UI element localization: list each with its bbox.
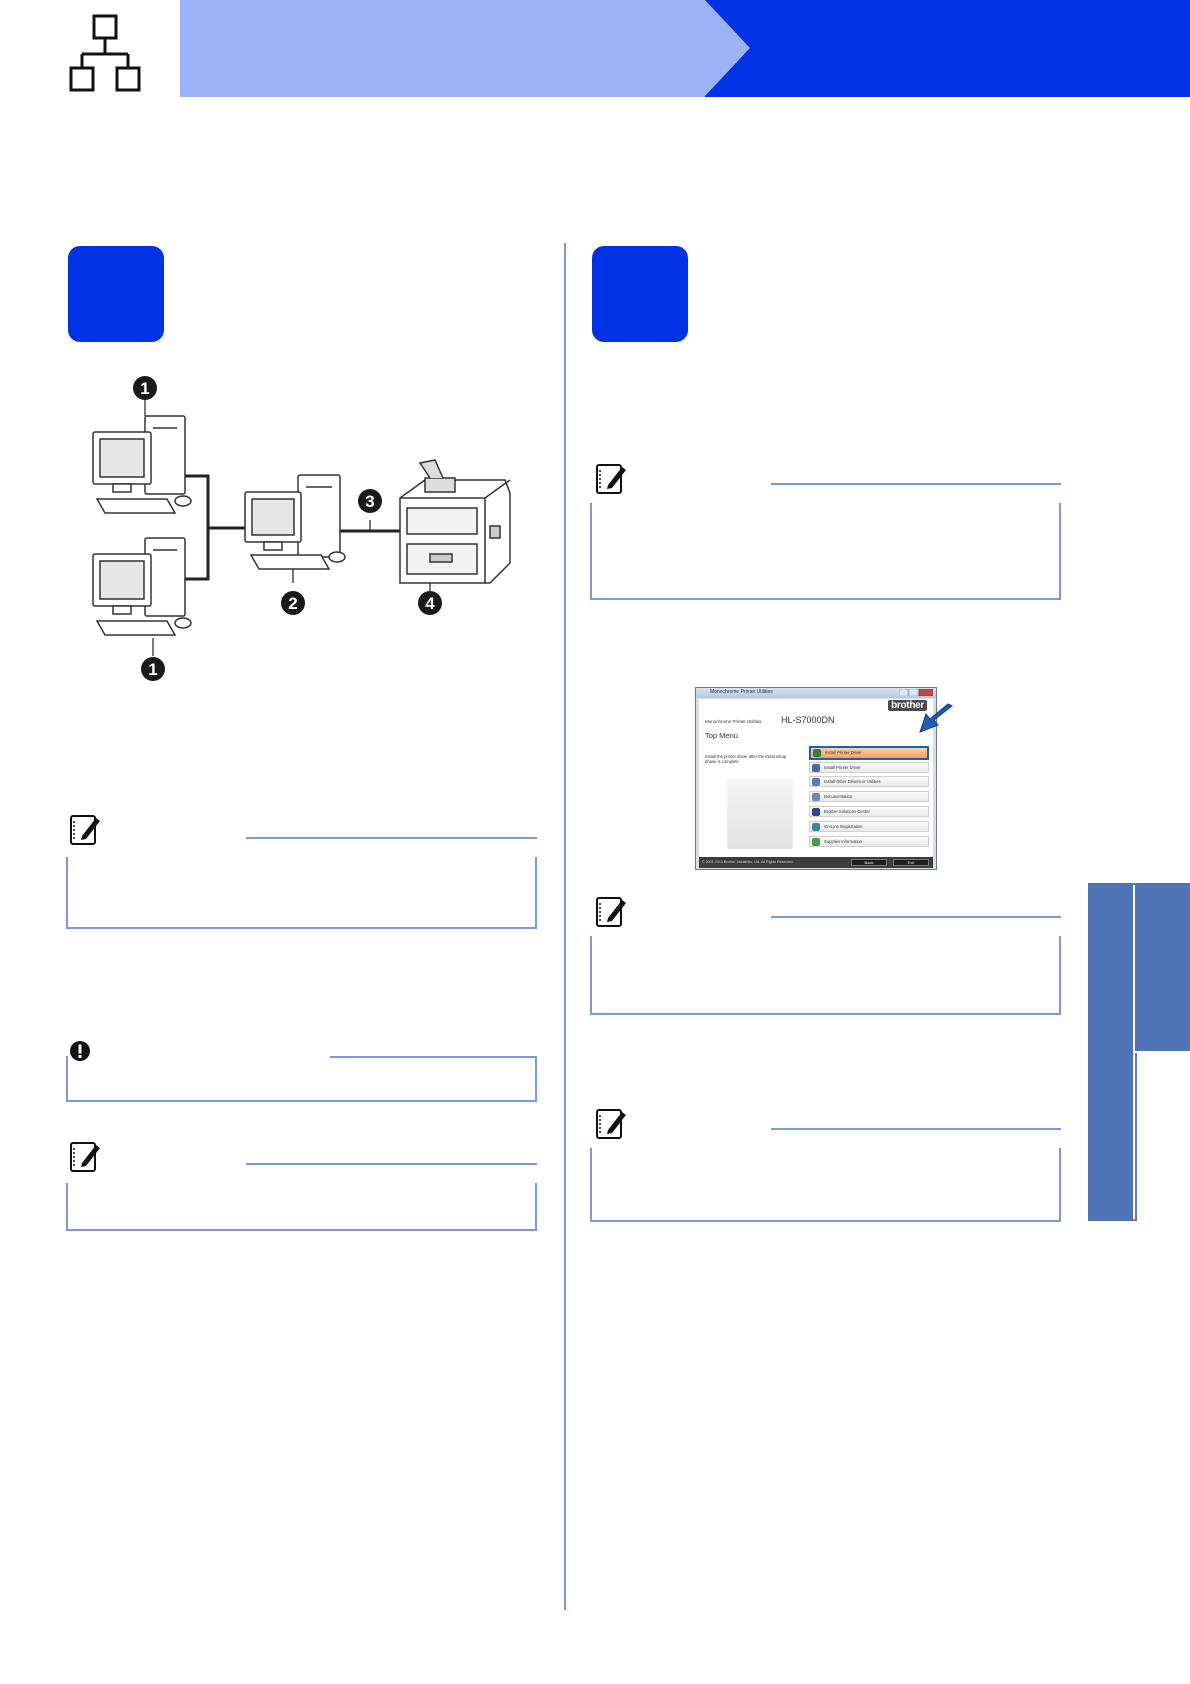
- column-divider: [564, 243, 566, 1610]
- note-pencil-icon: [596, 897, 626, 927]
- shot-body: brother Monochrome Printer Utilities HL-…: [699, 699, 933, 857]
- printer: [399, 459, 511, 584]
- note-rule-left-2: [246, 1163, 537, 1165]
- shot-titlebar: Monochrome Printer Utilities: [696, 688, 936, 698]
- header-icon-area: [60, 12, 150, 94]
- shot-subtitle: Monochrome Printer Utilities: [705, 719, 762, 724]
- install-icon: [812, 764, 820, 772]
- note-rule-left-1: [246, 837, 537, 839]
- note-box-right-3: [590, 1148, 1061, 1222]
- callout-3: 3: [358, 489, 382, 531]
- important-box: [66, 1056, 537, 1102]
- arrow-pointer-icon: [919, 703, 953, 733]
- registration-icon: [812, 823, 820, 831]
- pc-top-left: [92, 415, 192, 514]
- supplies-icon: [812, 838, 820, 846]
- note-pencil-icon: [70, 1142, 100, 1172]
- note-icon-left-1: [68, 812, 102, 851]
- pointer-arrow: [918, 702, 958, 736]
- header-banner-dark: [705, 0, 1190, 97]
- shot-description: Install the printer driver after the ini…: [705, 754, 787, 764]
- callout-3-label: 3: [365, 492, 374, 511]
- note-box-left-1: [66, 857, 537, 929]
- important-icon-area: [69, 1040, 91, 1067]
- note-box-right-1: [590, 503, 1061, 600]
- callout-2: 2: [281, 569, 305, 615]
- note-rule-right-1: [771, 483, 1061, 485]
- header-banner-light: [180, 0, 750, 97]
- menu-item-online-registration[interactable]: On-Line Registration: [809, 821, 929, 832]
- menu-item-label: Brother Solutions Center: [824, 809, 870, 814]
- menu-item-label: Install Other Drivers or Utilities: [824, 779, 881, 784]
- note-box-right-2: [590, 936, 1061, 1015]
- menu-item-install-printer-driver-2[interactable]: Install Printer Driver: [809, 762, 929, 773]
- note-rule-right-2: [771, 916, 1061, 918]
- back-button[interactable]: Back: [851, 859, 887, 866]
- shot-menu-title: Top Menu: [705, 731, 738, 740]
- note-pencil-icon: [70, 815, 100, 845]
- note-icon-right-1: [594, 461, 628, 500]
- note-box-left-2: [66, 1183, 537, 1231]
- pc-middle: [244, 474, 346, 570]
- side-tab-strip: [1088, 883, 1133, 1221]
- exit-button[interactable]: Exit: [893, 859, 929, 866]
- shot-footer: © 2001-2013 Brother Industries, Ltd. All…: [699, 857, 933, 868]
- note-rule-right-3: [771, 1128, 1061, 1130]
- menu-item-label: On-Line Registration: [824, 824, 863, 829]
- side-tab-bottom: [1135, 1053, 1190, 1221]
- shot-model: HL-S7000DN: [781, 715, 835, 725]
- exclamation-icon: [70, 1041, 90, 1061]
- printer-image: [727, 779, 793, 849]
- menu-item-label: Install Printer Driver: [824, 765, 861, 770]
- menu-item-solutions-center[interactable]: Brother Solutions Center: [809, 806, 929, 817]
- menu-item-label: Supplies Information: [824, 839, 863, 844]
- callout-2-label: 2: [288, 594, 297, 613]
- document-icon: [812, 793, 820, 801]
- shot-copyright: © 2001-2013 Brother Industries, Ltd. All…: [702, 860, 794, 864]
- installer-screenshot: Monochrome Printer Utilities brother Mon…: [695, 687, 937, 870]
- callout-4-label: 4: [425, 594, 435, 613]
- pc-bottom-left: [92, 537, 192, 636]
- side-tab-top: [1135, 883, 1190, 1051]
- note-pencil-icon: [596, 464, 626, 494]
- note-icon-left-2: [68, 1139, 102, 1178]
- drivers-icon: [812, 778, 820, 786]
- menu-item-documentation[interactable]: Documentation: [809, 791, 929, 802]
- step-number-box-right: [592, 246, 688, 342]
- shot-window-title: Monochrome Printer Utilities: [710, 689, 773, 695]
- note-pencil-icon: [596, 1109, 626, 1139]
- callout-1-top: 1: [133, 376, 157, 416]
- menu-item-label: Install Printer Driver: [825, 750, 862, 755]
- callout-1-top-label: 1: [140, 379, 149, 398]
- network-topology-icon: [69, 14, 141, 92]
- important-rule: [330, 1056, 537, 1058]
- install-icon: [813, 749, 821, 757]
- brand-logo: brother: [888, 700, 927, 711]
- menu-item-label: Documentation: [824, 794, 853, 799]
- callout-1-bottom-label: 1: [148, 660, 157, 679]
- window-buttons-icon: [899, 689, 933, 696]
- callout-1-bottom: 1: [141, 638, 165, 681]
- network-diagram: 1 2 3 4 1: [85, 368, 515, 688]
- menu-item-install-printer-driver[interactable]: Install Printer Driver: [809, 746, 929, 760]
- menu-item-install-other-drivers[interactable]: Install Other Drivers or Utilities: [809, 776, 929, 787]
- callout-4: 4: [418, 583, 442, 615]
- header-banner-arrow: [705, 0, 750, 96]
- menu-item-supplies-information[interactable]: Supplies Information: [809, 836, 929, 847]
- solutions-icon: [812, 808, 820, 816]
- step-number-box-left: [68, 246, 164, 342]
- note-icon-right-2: [594, 894, 628, 933]
- note-icon-right-3: [594, 1106, 628, 1145]
